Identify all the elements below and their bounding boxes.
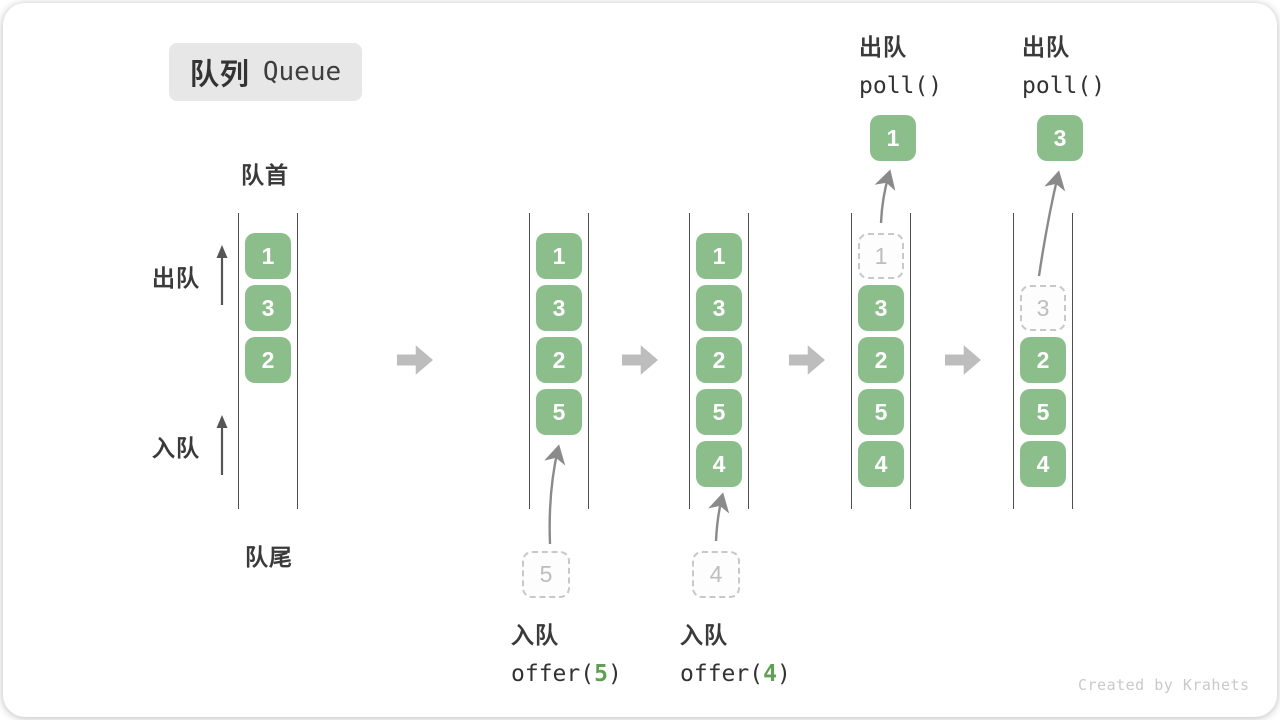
queue-4-item-1-removed: 1 bbox=[858, 233, 904, 279]
up-arrow-icon bbox=[216, 415, 228, 475]
queue-5-item-4: 4 bbox=[1020, 441, 1066, 487]
outgoing-item-1: 1 bbox=[870, 115, 916, 161]
poll-3-code: poll() bbox=[1022, 73, 1106, 99]
outgoing-item-3: 3 bbox=[1037, 115, 1083, 161]
queue-1-item-1: 1 bbox=[245, 233, 291, 279]
right-arrow-icon bbox=[789, 345, 825, 375]
queue-4-item-4: 4 bbox=[858, 441, 904, 487]
queue-2-walls bbox=[529, 213, 589, 509]
queue-2-item-5: 5 bbox=[536, 389, 582, 435]
poll-1-operation-label: 出队 poll() bbox=[859, 28, 942, 99]
incoming-item-5: 5 bbox=[522, 551, 570, 598]
title-en: Queue bbox=[262, 57, 342, 87]
queue-1-item-3: 3 bbox=[245, 285, 291, 331]
dequeue-side-label: 出队 bbox=[152, 245, 229, 307]
queue-1-walls bbox=[238, 213, 298, 509]
queue-3-walls bbox=[689, 213, 749, 509]
enqueue-4-zh: 入队 bbox=[680, 622, 728, 648]
queue-5-walls bbox=[1013, 213, 1073, 509]
watermark: Created by Krahets bbox=[1078, 676, 1250, 694]
enqueue-4-operation-label: 入队 offer(4) bbox=[680, 616, 791, 687]
queue-4-walls bbox=[851, 213, 911, 509]
queue-5-item-5: 5 bbox=[1020, 389, 1066, 435]
queue-2-item-2: 2 bbox=[536, 337, 582, 383]
queue-3-item-3: 3 bbox=[696, 285, 742, 331]
queue-5-item-3-removed: 3 bbox=[1020, 285, 1066, 331]
queue-2-item-1: 1 bbox=[536, 233, 582, 279]
enqueue-side-label: 入队 bbox=[152, 415, 229, 477]
queue-3-item-4: 4 bbox=[696, 441, 742, 487]
right-arrow-icon bbox=[622, 345, 658, 375]
poll-3-zh: 出队 bbox=[1022, 34, 1070, 60]
enqueue-side-text: 入队 bbox=[152, 435, 200, 461]
poll-1-code: poll() bbox=[859, 73, 943, 99]
enqueue-5-zh: 入队 bbox=[511, 622, 559, 648]
poll-1-zh: 出队 bbox=[859, 34, 907, 60]
dequeue-side-text: 出队 bbox=[152, 265, 200, 291]
title-zh: 队列 bbox=[189, 59, 250, 91]
queue-3-item-1: 1 bbox=[696, 233, 742, 279]
queue-3-item-2: 2 bbox=[696, 337, 742, 383]
queue-4-item-5: 5 bbox=[858, 389, 904, 435]
queue-2-item-3: 3 bbox=[536, 285, 582, 331]
enqueue-arg: 5 bbox=[594, 661, 608, 687]
queue-4-item-2: 2 bbox=[858, 337, 904, 383]
incoming-item-4: 4 bbox=[692, 551, 740, 598]
enqueue-4-code: offer(4) bbox=[680, 661, 791, 687]
queue-rear-label: 队尾 bbox=[245, 544, 293, 570]
queue-front-label: 队首 bbox=[241, 162, 289, 188]
enqueue-5-operation-label: 入队 offer(5) bbox=[511, 616, 622, 687]
title-badge: 队列 Queue bbox=[169, 43, 362, 101]
enqueue-arg: 4 bbox=[763, 661, 777, 687]
up-arrow-icon bbox=[216, 245, 228, 305]
right-arrow-icon bbox=[397, 345, 433, 375]
queue-4-item-3: 3 bbox=[858, 285, 904, 331]
poll-3-operation-label: 出队 poll() bbox=[1022, 28, 1105, 99]
enqueue-5-code: offer(5) bbox=[511, 661, 622, 687]
queue-3-item-5: 5 bbox=[696, 389, 742, 435]
queue-5-item-2: 2 bbox=[1020, 337, 1066, 383]
queue-1-item-2: 2 bbox=[245, 337, 291, 383]
right-arrow-icon bbox=[945, 345, 981, 375]
